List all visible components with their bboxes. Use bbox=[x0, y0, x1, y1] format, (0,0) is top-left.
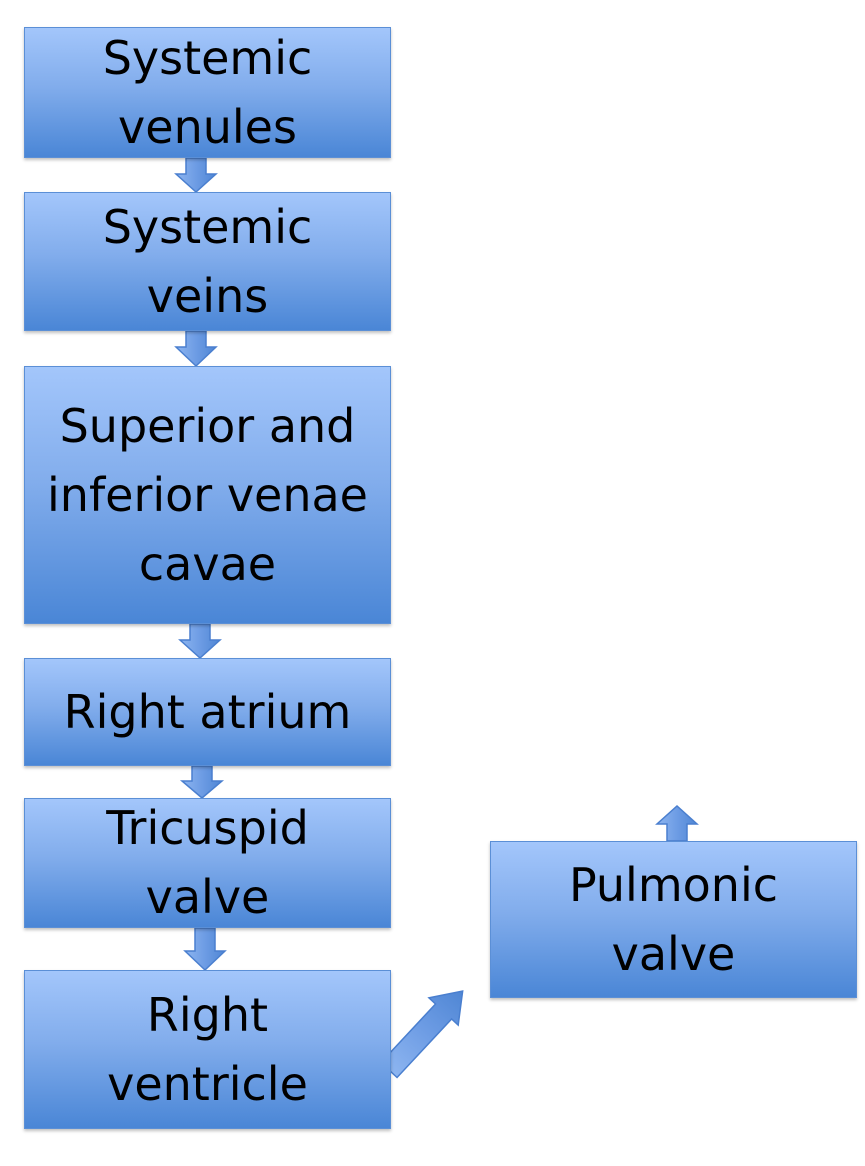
arrow-veins-to-cavae bbox=[174, 330, 218, 368]
node-tricuspid-valve: Tricuspid valve bbox=[24, 798, 391, 928]
arrow-pulmonic-up bbox=[655, 804, 699, 842]
node-systemic-venules: Systemic venules bbox=[24, 27, 391, 158]
arrow-venules-to-veins bbox=[174, 157, 218, 194]
node-right-ventricle: Right ventricle bbox=[24, 970, 391, 1129]
node-right-atrium: Right atrium bbox=[24, 658, 391, 766]
arrow-ventricle-to-pulmonic bbox=[379, 990, 464, 1079]
arrow-cavae-to-atrium bbox=[178, 623, 222, 660]
node-pulmonic-valve: Pulmonic valve bbox=[490, 841, 857, 998]
node-label: Right ventricle bbox=[107, 987, 308, 1111]
node-label: Superior and inferior venae cavae bbox=[47, 398, 368, 591]
arrow-atrium-to-tricuspid bbox=[179, 765, 225, 799]
node-systemic-veins: Systemic veins bbox=[24, 192, 391, 331]
node-label: Right atrium bbox=[63, 684, 352, 739]
node-venae-cavae: Superior and inferior venae cavae bbox=[24, 366, 391, 624]
node-label: Systemic veins bbox=[102, 199, 313, 323]
node-label: Tricuspid valve bbox=[106, 801, 309, 924]
arrow-tricuspid-to-ventricle bbox=[183, 927, 227, 972]
node-label: Systemic venules bbox=[102, 30, 313, 154]
node-label: Pulmonic valve bbox=[568, 857, 779, 981]
